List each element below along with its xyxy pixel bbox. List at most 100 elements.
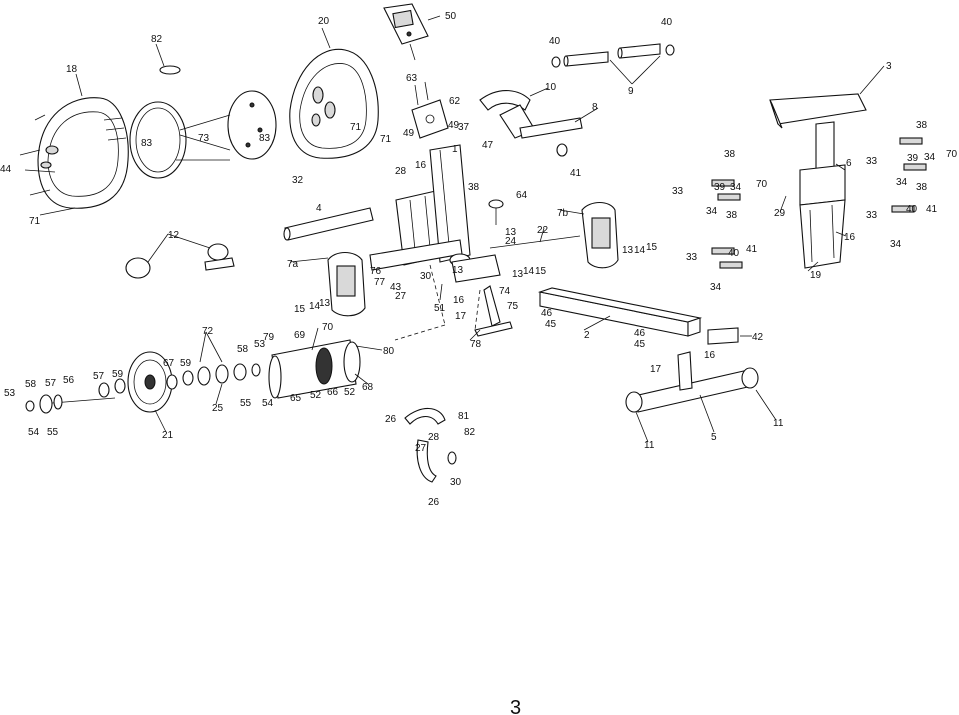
callout-74: 75 xyxy=(507,301,519,312)
callout-14-center: 14 xyxy=(523,266,535,277)
callout-40-right: 40 xyxy=(661,17,673,28)
callout-13-center: 13 xyxy=(512,269,524,280)
frame-brace xyxy=(474,285,513,337)
flywheel xyxy=(127,351,173,413)
callout-80: 81 xyxy=(458,411,470,422)
callout-36-top: 38 xyxy=(468,182,480,193)
callout-73: 74 xyxy=(499,286,511,297)
assembly-guide-lines xyxy=(394,264,481,341)
pedal-axle xyxy=(489,235,581,249)
callout-55-mid: 55 xyxy=(240,398,252,409)
main-frame-beam xyxy=(537,287,703,337)
callout-34-seatR2: 34 xyxy=(896,177,908,188)
callout-58-left: 58 xyxy=(25,379,37,390)
callout-39-seatL: 41 xyxy=(746,244,758,255)
callout-13-left: 13 xyxy=(319,298,331,309)
callout-41: 41 xyxy=(570,168,582,179)
callout-24: 24 xyxy=(505,236,517,247)
callout-40-left: 40 xyxy=(549,36,561,47)
callout-76: 76 xyxy=(370,266,382,277)
callout-62: 64 xyxy=(516,190,528,201)
cover-plate-83 xyxy=(176,90,277,161)
callout-33-seatR2: 33 xyxy=(866,210,878,221)
left-cover-screws xyxy=(19,114,76,216)
callout-7b: 7b xyxy=(557,208,569,219)
callout-68-top: 71 xyxy=(380,134,392,145)
callout-16-right: 16 xyxy=(704,350,716,361)
callout-14-left: 14 xyxy=(309,301,321,312)
right-outer-cover xyxy=(289,48,379,159)
callout-66-seatL: 70 xyxy=(756,179,768,190)
callout-70: 70 xyxy=(322,322,334,333)
callout-15-right: 15 xyxy=(646,242,658,253)
callout-63: 65 xyxy=(290,393,302,404)
crank-assembly xyxy=(369,239,501,283)
callout-50-b: 49 xyxy=(403,128,415,139)
callout-49-b: 52 xyxy=(344,387,356,398)
callout-45-right: 45 xyxy=(634,339,646,350)
brake-clip-upper xyxy=(404,407,446,425)
small-disk xyxy=(159,65,181,75)
callout-54-mid: 54 xyxy=(262,398,274,409)
callout-13-mid: 13 xyxy=(505,227,517,238)
callout-13-right: 13 xyxy=(622,245,634,256)
page-number: 3 xyxy=(510,697,521,715)
callout-26-top: 26 xyxy=(385,414,397,425)
callout-32: 32 xyxy=(292,175,304,186)
callout-54-left: 54 xyxy=(28,427,40,438)
callout-49-a: 52 xyxy=(310,390,322,401)
callout-2: 2 xyxy=(584,330,590,341)
callout-56: 56 xyxy=(63,375,75,386)
callout-61: 63 xyxy=(406,73,418,84)
callout-82: 82 xyxy=(151,34,163,45)
callout-27-bottom: 27 xyxy=(415,443,427,454)
callout-16-mid: 16 xyxy=(453,295,465,306)
callout-79: 79 xyxy=(263,332,275,343)
callout-72: 72 xyxy=(202,326,214,337)
callout-55-left: 55 xyxy=(47,427,59,438)
callout-36-seatR2: 38 xyxy=(916,182,928,193)
rear-stabilizer xyxy=(625,351,759,413)
callout-18: 18 xyxy=(66,64,78,75)
callout-47: 47 xyxy=(482,140,494,151)
handle-grips xyxy=(551,43,675,68)
callout-33-seatL: 33 xyxy=(672,186,684,197)
seat-slider xyxy=(799,164,846,269)
callout-16-top: 16 xyxy=(415,160,427,171)
seat xyxy=(769,93,867,171)
callout-52: 51 xyxy=(434,303,446,314)
callout-71: 73 xyxy=(198,133,210,144)
callout-5: 3 xyxy=(886,61,892,72)
callout-17-right: 17 xyxy=(650,364,662,375)
callout-37-seatL: 39 xyxy=(714,182,726,193)
callout-53-mid: 53 xyxy=(254,339,266,350)
callout-36-seatL-top: 38 xyxy=(724,149,736,160)
callout-9: 9 xyxy=(628,86,634,97)
callout-15-center: 15 xyxy=(535,266,547,277)
seat-hardware-left xyxy=(711,179,743,269)
callout-15-left: 15 xyxy=(294,304,306,315)
pulley-parts xyxy=(166,363,261,390)
callout-29: 29 xyxy=(774,208,786,219)
callout-27-mid: 27 xyxy=(395,291,407,302)
callout-60: 62 xyxy=(449,96,461,107)
callout-46-right: 46 xyxy=(634,328,646,339)
callout-53-left: 53 xyxy=(4,388,16,399)
callout-37-seatR: 39 xyxy=(907,153,919,164)
console xyxy=(383,3,429,61)
callout-81: 82 xyxy=(464,427,476,438)
callout-66-seatR: 70 xyxy=(946,149,958,160)
callout-11-left: 11 xyxy=(644,440,655,451)
callout-34-seatL: 34 xyxy=(730,182,742,193)
callout-20: 19 xyxy=(810,270,822,281)
callout-13-mid2: 13 xyxy=(452,265,464,276)
callout-65: 68 xyxy=(362,382,374,393)
magnet-drum xyxy=(268,339,361,399)
callout-44: 44 xyxy=(0,164,12,175)
callout-33-seatR: 33 xyxy=(866,156,878,167)
leader-lines xyxy=(75,15,885,443)
callout-78: 80 xyxy=(383,346,395,357)
callout-19: 20 xyxy=(318,16,330,27)
flywheel-shaft xyxy=(25,394,116,414)
left-outer-cover xyxy=(37,97,129,209)
